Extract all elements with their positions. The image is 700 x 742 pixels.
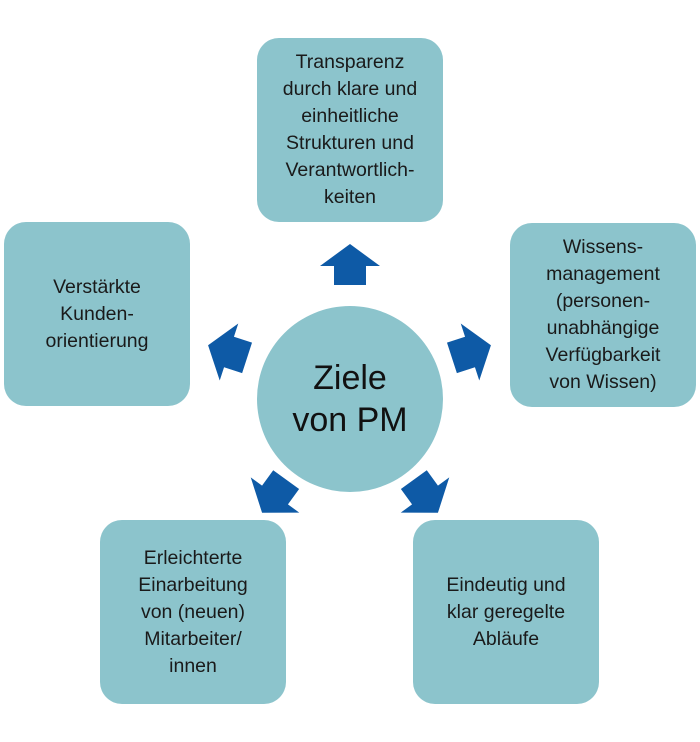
goal-label-clear-processes: Eindeutig und klar geregelte Abläufe	[446, 573, 566, 650]
goal-box-onboarding: Erleichterte Einarbeitung von (neuen) Mi…	[100, 520, 286, 704]
arrow-right-icon	[446, 323, 491, 381]
center-circle: Ziele von PM	[257, 306, 443, 492]
goal-label-onboarding: Erleichterte Einarbeitung von (neuen) Mi…	[138, 546, 248, 677]
goal-label-transparency: Transparenz durch klare und einheitliche…	[282, 51, 418, 208]
arrow-up-icon	[320, 244, 380, 285]
goal-box-transparency: Transparenz durch klare und einheitliche…	[257, 38, 443, 222]
goal-label-knowledge-management: Wissens- management (personen- unabhängi…	[545, 236, 661, 393]
goal-box-knowledge-management: Wissens- management (personen- unabhängi…	[510, 223, 696, 407]
center-label: Ziele von PM	[292, 359, 408, 439]
goal-box-customer-orientation: Verstärkte Kunden- orientierung	[4, 222, 190, 406]
goal-box-clear-processes: Eindeutig und klar geregelte Abläufe	[413, 520, 599, 704]
goal-label-customer-orientation: Verstärkte Kunden- orientierung	[45, 275, 149, 352]
arrow-left-icon	[208, 323, 253, 381]
